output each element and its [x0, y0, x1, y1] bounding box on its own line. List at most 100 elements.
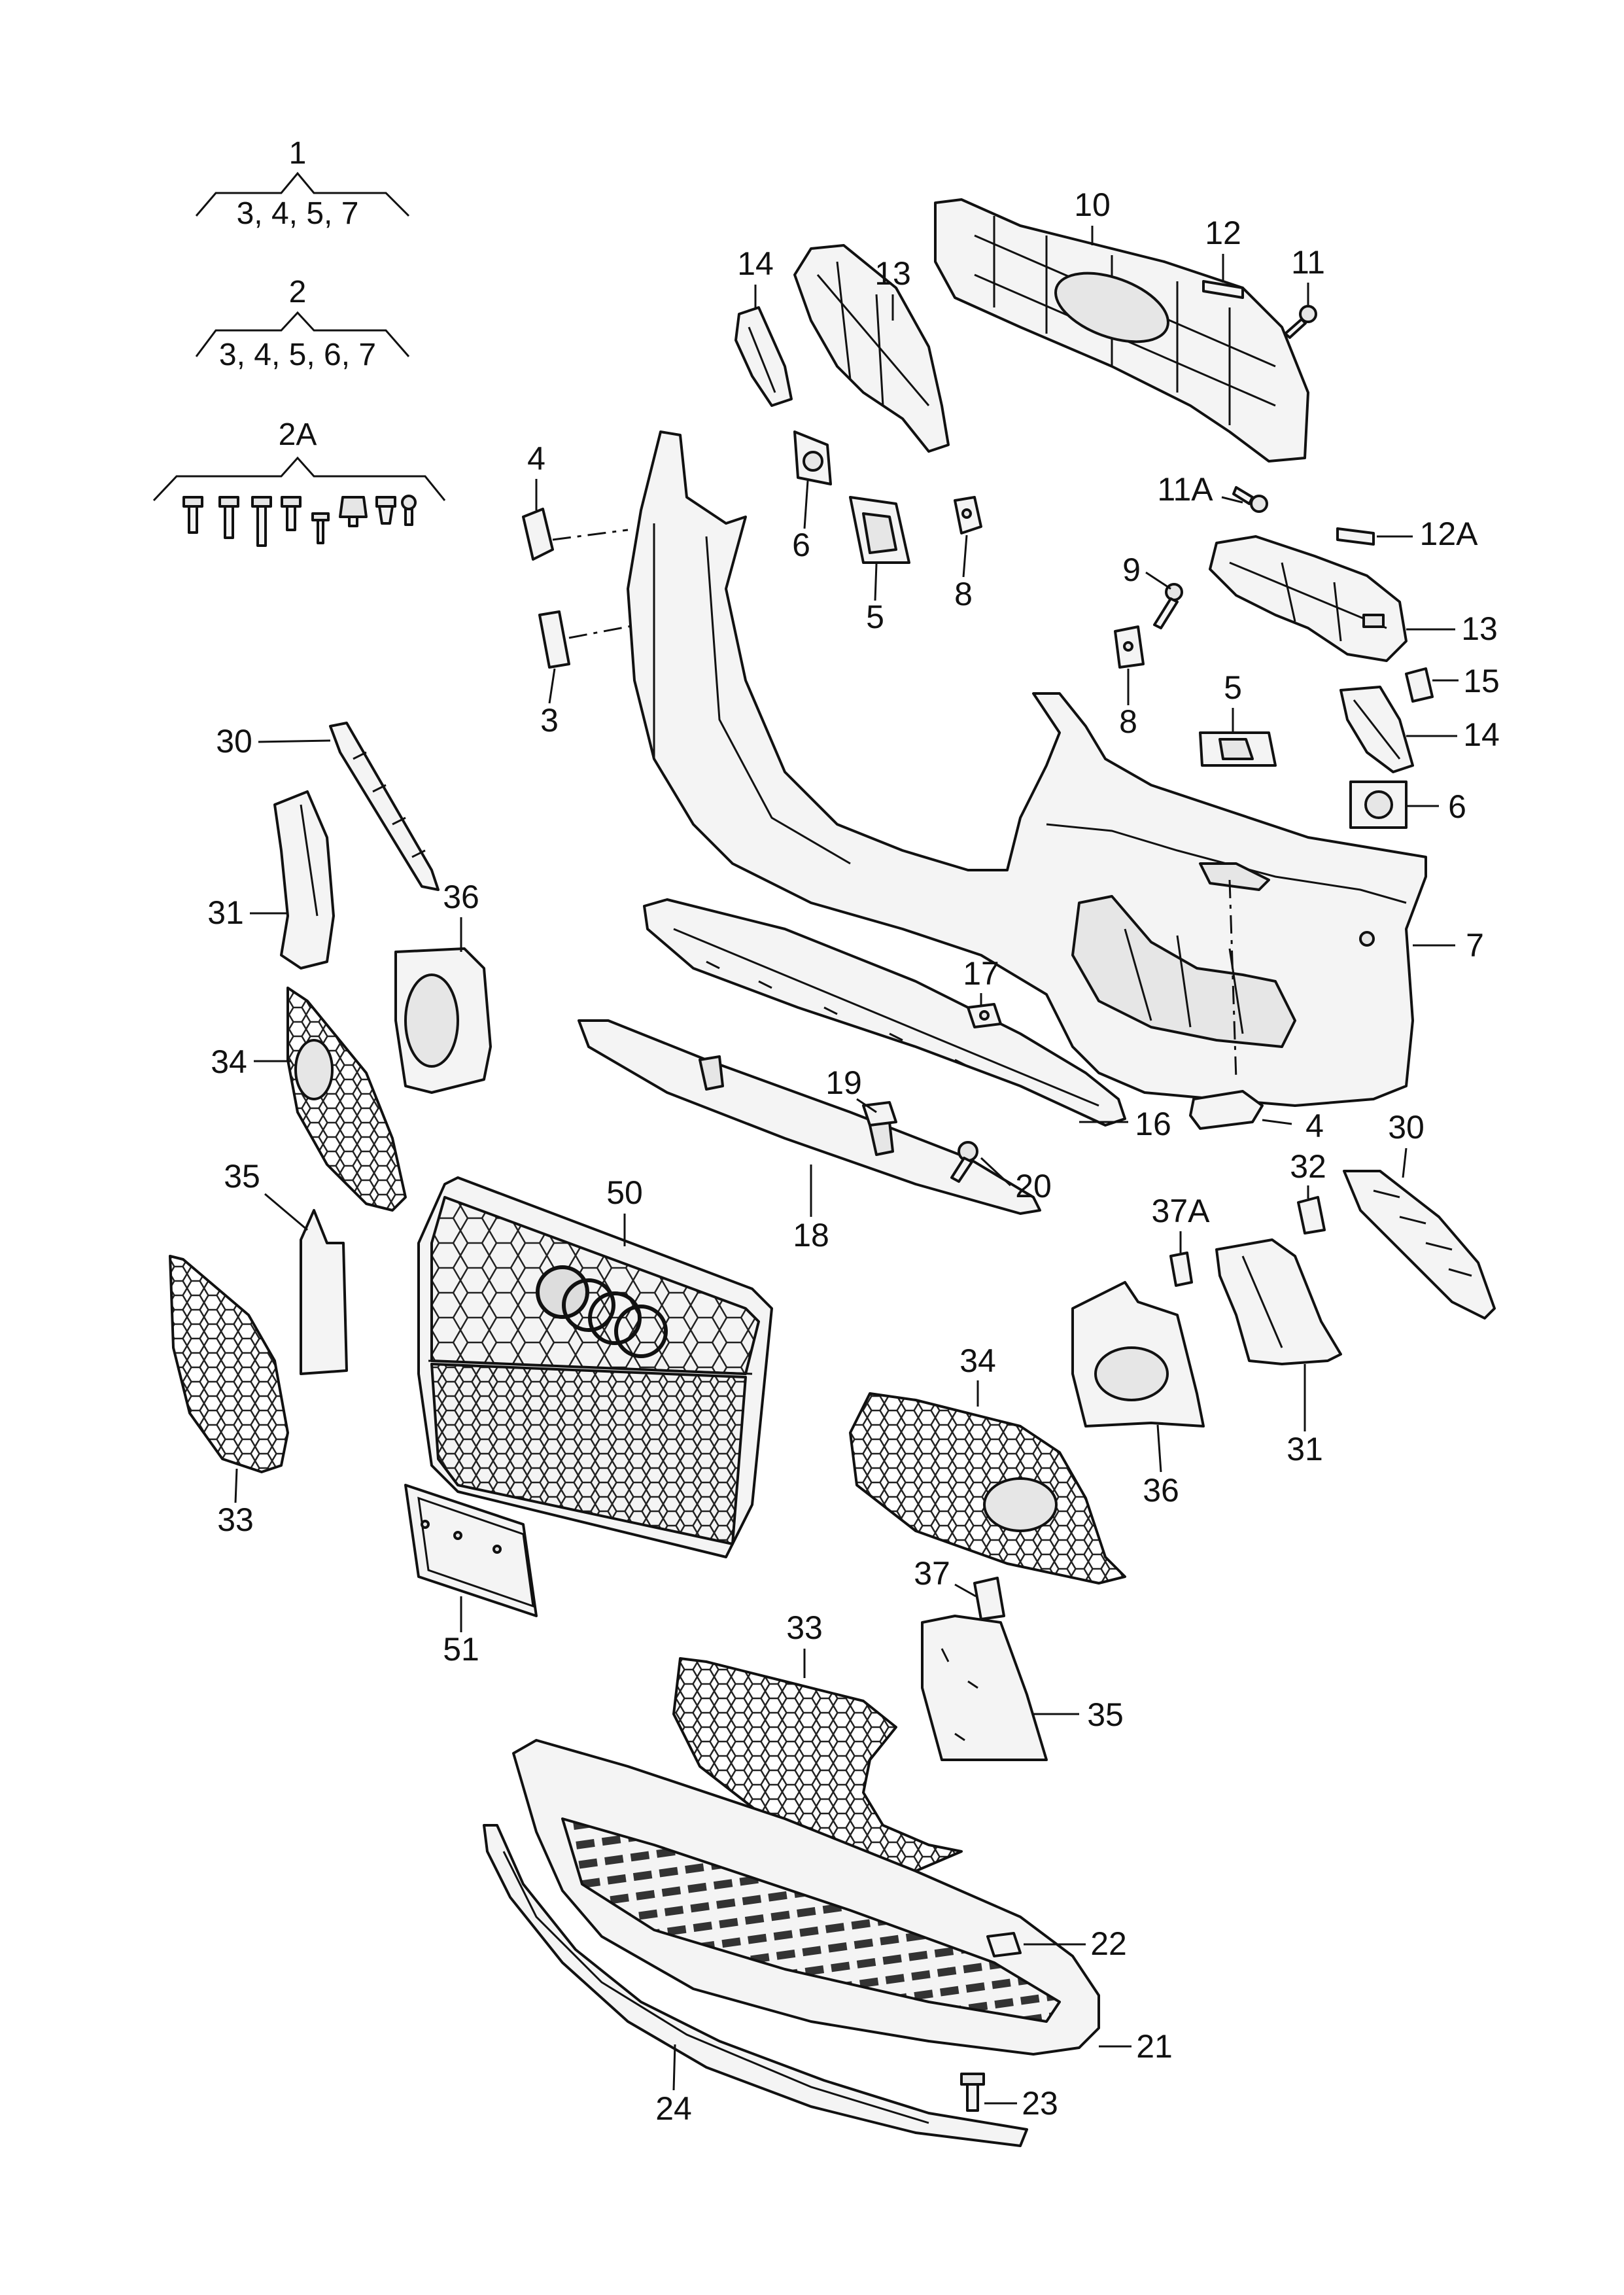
part-30-right-trim: [1343, 1170, 1496, 1320]
callout-51: 51: [443, 1631, 479, 1668]
callout-36-right: 36: [1143, 1472, 1179, 1509]
group-2-number: 2: [289, 275, 307, 309]
callout-14-lower: 14: [1463, 716, 1500, 753]
callout-31-right: 31: [1287, 1431, 1323, 1467]
callout-13-upper: 13: [874, 255, 911, 292]
group-2A-legend: 2A: [152, 417, 446, 547]
callout-18: 18: [793, 1217, 829, 1253]
callout-35-left: 35: [224, 1158, 260, 1195]
part-33-left-grille: [169, 1255, 289, 1473]
part-20-screw: [950, 1141, 978, 1183]
callout-11A: 11A: [1157, 471, 1213, 508]
part-16-upper-trim-strip: [643, 898, 1126, 1127]
callout-21: 21: [1136, 2028, 1173, 2065]
callout-30-right: 30: [1388, 1109, 1425, 1146]
part-14-right-air-guide: [1339, 686, 1414, 773]
part-11-screw: [1284, 305, 1317, 339]
part-32-clip: [1297, 1196, 1326, 1235]
callout-32: 32: [1290, 1148, 1326, 1185]
group-1-legend: 1 3, 4, 5, 7: [195, 136, 410, 231]
part-33-right-grille: [672, 1657, 963, 1872]
part-4-tow-cap-upper: [522, 508, 629, 561]
callout-34-left: 34: [211, 1043, 247, 1080]
part-36-left-lamp-trim: [394, 947, 492, 1094]
part-18-lower-trim-strip: [578, 1019, 1041, 1215]
group-1-number: 1: [289, 136, 307, 171]
part-8-nut-lower: [1114, 625, 1145, 669]
part-13-left-bracket: [793, 244, 950, 453]
callout-4-lower: 4: [1305, 1108, 1324, 1144]
callout-8-lower: 8: [1119, 703, 1137, 740]
part-23-screw: [960, 2073, 985, 2112]
part-51-license-plate-bracket: [404, 1484, 538, 1617]
part-10-bumper-carrier: [934, 198, 1309, 463]
callout-11: 11: [1291, 244, 1325, 281]
fasteners-icon-row: [182, 495, 417, 547]
callout-5-upper: 5: [866, 599, 884, 635]
callout-19: 19: [825, 1064, 862, 1101]
audi-rings-icon: [536, 1265, 668, 1358]
part-7-bumper-cover: [627, 430, 1427, 1107]
group-2A-number: 2A: [279, 417, 317, 452]
part-6-cap-lower: [1349, 780, 1408, 829]
part-8-nut-upper: [954, 496, 982, 534]
callout-15: 15: [1463, 663, 1500, 699]
callout-34-right: 34: [959, 1342, 996, 1379]
callout-3: 3: [540, 702, 559, 739]
callout-10: 10: [1074, 186, 1111, 223]
callout-37A: 37A: [1152, 1193, 1211, 1229]
part-14-left-air-guide: [734, 306, 793, 407]
callout-7: 7: [1466, 927, 1484, 964]
part-31-left-cover: [273, 790, 335, 970]
part-15-clip: [1405, 667, 1434, 703]
part-17-clip-nut: [967, 1003, 1002, 1028]
part-31-right-cover: [1215, 1238, 1342, 1365]
callout-9: 9: [1122, 552, 1141, 588]
part-12-clip: [1202, 280, 1244, 299]
part-21-undertray: [512, 1739, 1100, 2056]
part-4-tow-cap-lower: [1189, 1090, 1264, 1130]
group-2-legend: 2 3, 4, 5, 6, 7: [195, 275, 410, 372]
callout-8-upper: 8: [954, 576, 973, 612]
part-22-clip-nut: [986, 1932, 1022, 1957]
part-35-left-bracket: [300, 1209, 348, 1375]
part-9-screw: [1153, 583, 1183, 629]
callout-31-left: 31: [207, 894, 244, 931]
callout-6-upper: 6: [792, 527, 810, 563]
callout-30-left: 30: [216, 723, 252, 760]
callout-35-right: 35: [1087, 1696, 1124, 1733]
callout-33-left: 33: [217, 1501, 254, 1538]
part-6-cap-upper: [793, 430, 832, 485]
part-24-spoiler-strip: [483, 1824, 1028, 2147]
part-37A-clip: [1169, 1252, 1193, 1287]
part-36-right-lamp-trim: [1071, 1281, 1205, 1428]
part-37-clip: [973, 1577, 1005, 1621]
part-50-radiator-grille: [417, 1176, 773, 1558]
callout-24: 24: [655, 2090, 692, 2127]
part-30-left-trim: [329, 722, 440, 891]
callout-50: 50: [606, 1174, 643, 1211]
callout-20: 20: [1015, 1168, 1052, 1204]
part-35-right-bracket: [921, 1615, 1048, 1761]
group-1-members: 3, 4, 5, 7: [237, 196, 359, 231]
part-11A-screw: [1232, 486, 1268, 513]
callout-14: 14: [737, 245, 774, 282]
callout-4-upper: 4: [527, 440, 545, 477]
part-5-bracket-upper: [849, 496, 910, 564]
callout-5-lower: 5: [1224, 669, 1242, 706]
callout-22: 22: [1090, 1925, 1127, 1962]
callout-13-lower: 13: [1461, 610, 1498, 647]
part-13-right-bracket: [1209, 535, 1408, 662]
callout-12: 12: [1205, 215, 1241, 251]
callout-36-left: 36: [443, 879, 479, 915]
callout-6-lower: 6: [1448, 788, 1466, 825]
part-34-left-grille: [286, 987, 407, 1212]
callout-17: 17: [963, 955, 999, 992]
callouts: 10 12 11 14 13 4 6 5 8 3 11A 12A: [207, 186, 1500, 2127]
callout-16: 16: [1135, 1106, 1171, 1142]
part-5-bracket-lower: [1199, 731, 1277, 767]
callout-37: 37: [914, 1555, 950, 1592]
callout-33-right: 33: [786, 1609, 823, 1646]
callout-12A: 12A: [1420, 516, 1479, 552]
